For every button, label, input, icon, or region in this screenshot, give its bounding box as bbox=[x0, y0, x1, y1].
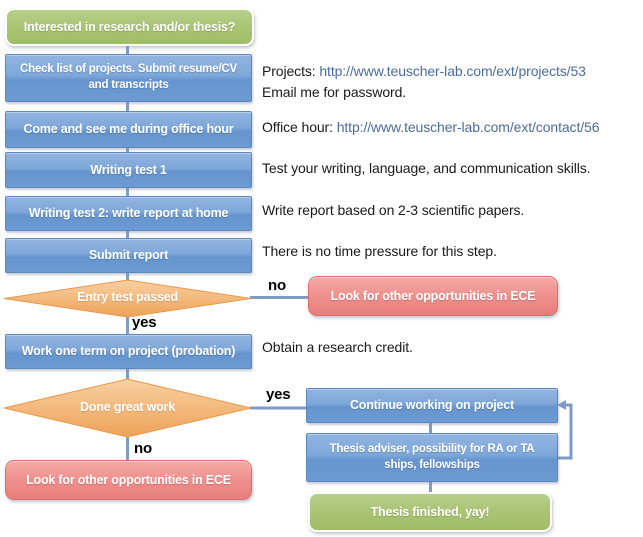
decision-entry-test-shape bbox=[3, 279, 252, 318]
node-thesis-adviser: Thesis adviser, possibility for RA or TA… bbox=[306, 433, 558, 482]
loop-connector bbox=[556, 403, 573, 460]
node-check-projects-line1: Check list of projects. Submit resume/CV bbox=[20, 63, 237, 76]
contact-link[interactable]: http://www.teuscher-lab.com/ext/contact/… bbox=[336, 119, 600, 135]
note-projects: Projects: http://www.teuscher-lab.com/ex… bbox=[262, 63, 586, 79]
node-submit-report: Submit report bbox=[5, 238, 252, 273]
note-projects-prefix: Projects: bbox=[262, 63, 320, 79]
node-writing-test-1: Writing test 1 bbox=[5, 152, 252, 188]
node-thesis-adviser-line1: Thesis adviser, possibility for RA or TA bbox=[329, 442, 535, 455]
note-submit: There is no time pressure for this step. bbox=[262, 243, 497, 259]
edge-label-entry-yes: yes bbox=[132, 314, 157, 331]
note-office-hour: Office hour: http://www.teuscher-lab.com… bbox=[262, 119, 600, 135]
node-thesis-adviser-line2: ships, fellowships bbox=[384, 458, 480, 471]
node-look-other-opportunities-top: Look for other opportunities in ECE bbox=[308, 276, 558, 316]
edge-label-done-yes: yes bbox=[266, 386, 291, 403]
node-start: Interested in research and/or thesis? bbox=[5, 8, 254, 46]
node-look-other-opportunities-bottom: Look for other opportunities in ECE bbox=[5, 460, 252, 500]
note-report: Write report based on 2-3 scientific pap… bbox=[262, 202, 525, 218]
edge-label-done-no: no bbox=[134, 440, 152, 457]
loop-arrowhead-icon bbox=[557, 400, 566, 410]
node-thesis-finished: Thesis finished, yay! bbox=[308, 492, 552, 532]
node-probation: Work one term on project (probation) bbox=[5, 334, 252, 369]
node-check-projects-line2: and transcripts bbox=[88, 79, 169, 91]
node-continue-project: Continue working on project bbox=[306, 388, 558, 423]
note-office-hour-prefix: Office hour: bbox=[262, 119, 337, 135]
node-writing-test-2: Writing test 2: write report at home bbox=[5, 196, 252, 231]
node-office-hour: Come and see me during office hour bbox=[5, 111, 252, 148]
projects-link[interactable]: http://www.teuscher-lab.com/ext/projects… bbox=[319, 63, 586, 79]
note-probation: Obtain a research credit. bbox=[262, 339, 413, 355]
decision-done-great-work-shape bbox=[3, 378, 252, 438]
decision-done-great-work-label: Done great work bbox=[80, 400, 175, 414]
note-email-password: Email me for password. bbox=[262, 84, 407, 100]
edge-label-entry-no: no bbox=[268, 277, 286, 294]
note-writing-test: Test your writing, language, and communi… bbox=[262, 160, 591, 176]
node-check-projects: Check list of projects. Submit resume/CV… bbox=[5, 54, 252, 102]
decision-entry-test-label: Entry test passed bbox=[77, 290, 178, 304]
